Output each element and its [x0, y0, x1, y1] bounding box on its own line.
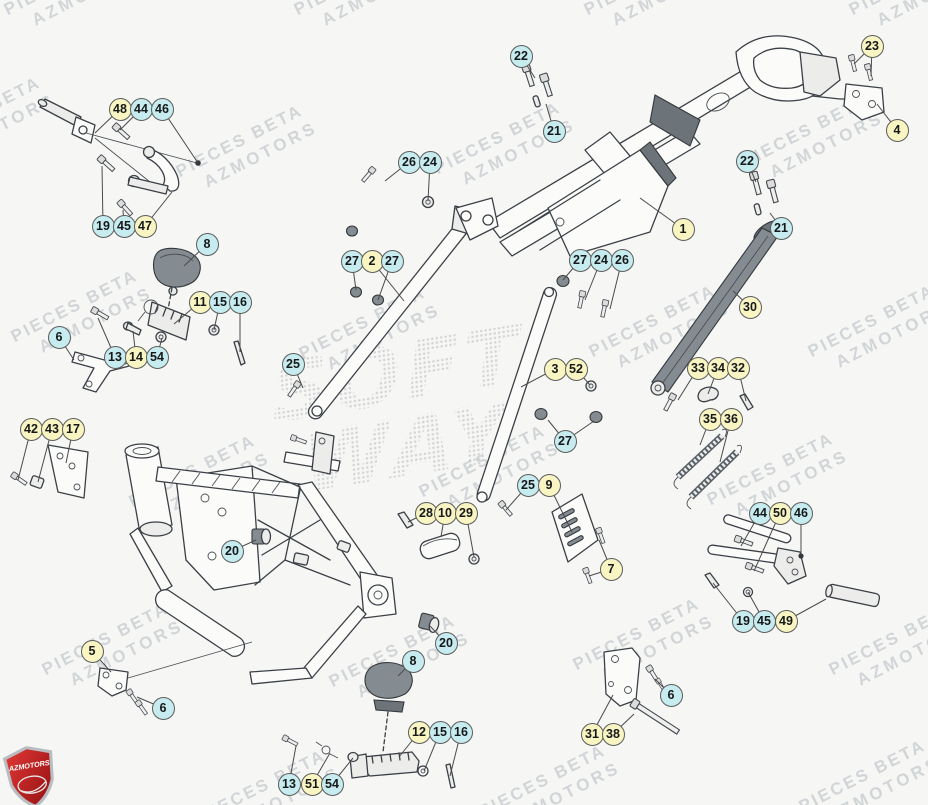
seat-pad-rear-part: [364, 662, 413, 753]
callout-27[interactable]: 27: [553, 429, 577, 453]
callout-35[interactable]: 35: [698, 407, 722, 431]
rear-subframe-part: [455, 35, 855, 257]
chain-guide-part: [397, 511, 480, 565]
callout-4[interactable]: 4: [885, 118, 909, 142]
footpeg-mid-part: [137, 299, 246, 366]
callout-51[interactable]: 51: [300, 772, 324, 796]
callout-45[interactable]: 45: [752, 609, 776, 633]
callout-25[interactable]: 25: [281, 352, 305, 376]
callout-26[interactable]: 26: [397, 150, 421, 174]
seat-pad-front-part: [152, 247, 201, 316]
callout-27[interactable]: 27: [340, 249, 364, 273]
callout-3[interactable]: 3: [543, 357, 567, 381]
callout-29[interactable]: 29: [454, 501, 478, 525]
callout-52[interactable]: 52: [564, 357, 588, 381]
footpeg-rear-part: [281, 734, 456, 789]
frame-bushing-20b: [418, 612, 440, 634]
stand-springs-part: [673, 428, 742, 510]
callout-1[interactable]: 1: [671, 217, 695, 241]
top-left-linkage-part: [37, 98, 201, 218]
callout-21[interactable]: 21: [542, 119, 566, 143]
callout-28[interactable]: 28: [414, 501, 438, 525]
logo-shield: [2, 746, 54, 805]
callout-7[interactable]: 7: [599, 557, 623, 581]
callout-47[interactable]: 47: [133, 214, 157, 238]
callout-49[interactable]: 49: [774, 609, 798, 633]
logo-swoosh-line: [19, 780, 47, 793]
callout-13[interactable]: 13: [277, 772, 301, 796]
callout-32[interactable]: 32: [726, 356, 750, 380]
callout-42[interactable]: 42: [19, 417, 43, 441]
callout-50[interactable]: 50: [768, 501, 792, 525]
callout-6[interactable]: 6: [47, 325, 71, 349]
callout-54[interactable]: 54: [320, 772, 344, 796]
bracket-17-parts: [9, 444, 89, 499]
callout-6[interactable]: 6: [151, 696, 175, 720]
callout-10[interactable]: 10: [433, 501, 457, 525]
callout-5[interactable]: 5: [80, 639, 104, 663]
callout-9[interactable]: 9: [537, 473, 561, 497]
callout-13[interactable]: 13: [103, 345, 127, 369]
callout-48[interactable]: 48: [108, 97, 132, 121]
callout-36[interactable]: 36: [719, 407, 743, 431]
callout-38[interactable]: 38: [601, 722, 625, 746]
engine-guard-part: [551, 493, 607, 585]
adjuster-parts-mid-left: [89, 305, 167, 343]
callout-20[interactable]: 20: [434, 631, 458, 655]
callout-16[interactable]: 16: [228, 290, 252, 314]
callout-33[interactable]: 33: [686, 356, 710, 380]
callout-16[interactable]: 16: [449, 720, 473, 744]
callout-14[interactable]: 14: [124, 345, 148, 369]
callout-24[interactable]: 24: [589, 248, 613, 272]
passenger-bracket-part: [603, 647, 681, 735]
mount-bracket-4-part: [843, 83, 885, 121]
callout-43[interactable]: 43: [40, 417, 64, 441]
callout-44[interactable]: 44: [129, 97, 153, 121]
fastener-pairs: [520, 53, 875, 216]
callout-6[interactable]: 6: [659, 683, 683, 707]
callout-20[interactable]: 20: [220, 539, 244, 563]
stand-bracket-part: [704, 514, 881, 608]
callout-34[interactable]: 34: [706, 356, 730, 380]
bracket-5-part: [97, 641, 253, 717]
callout-26[interactable]: 26: [610, 248, 634, 272]
callout-8[interactable]: 8: [195, 232, 219, 256]
logo-swoosh: [17, 775, 47, 794]
callout-27[interactable]: 27: [568, 248, 592, 272]
stand-lever-parts: [662, 386, 754, 413]
callout-19[interactable]: 19: [731, 609, 755, 633]
callout-23[interactable]: 23: [860, 34, 884, 58]
callout-31[interactable]: 31: [580, 722, 604, 746]
callout-21[interactable]: 21: [769, 216, 793, 240]
callout-24[interactable]: 24: [418, 150, 442, 174]
callout-15[interactable]: 15: [428, 720, 452, 744]
callout-8[interactable]: 8: [401, 649, 425, 673]
subframe-rail-right-part: [476, 286, 558, 503]
callout-54[interactable]: 54: [145, 345, 169, 369]
callout-25[interactable]: 25: [516, 473, 540, 497]
callout-45[interactable]: 45: [112, 214, 136, 238]
callout-27[interactable]: 27: [380, 249, 404, 273]
callout-12[interactable]: 12: [407, 720, 431, 744]
callout-46[interactable]: 46: [789, 501, 813, 525]
callout-22[interactable]: 22: [509, 44, 533, 68]
callout-17[interactable]: 17: [61, 417, 85, 441]
callout-46[interactable]: 46: [150, 97, 174, 121]
callout-11[interactable]: 11: [188, 290, 212, 314]
azmotors-logo: AZMOTORS: [2, 746, 54, 805]
callout-30[interactable]: 30: [738, 295, 762, 319]
callout-22[interactable]: 22: [735, 149, 759, 173]
callout-19[interactable]: 19: [91, 214, 115, 238]
